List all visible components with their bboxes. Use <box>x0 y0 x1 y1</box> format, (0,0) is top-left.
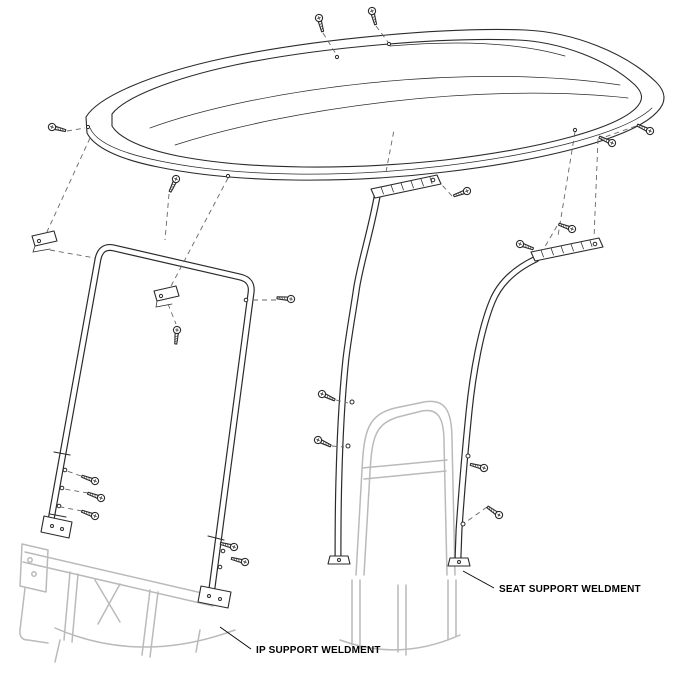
screw-icon <box>166 173 182 194</box>
seat-support-weldment <box>327 174 604 567</box>
mount-tab-right <box>530 237 604 262</box>
roof-canopy <box>85 28 665 181</box>
screw-icon <box>635 121 656 137</box>
roof-clamp-brackets <box>31 230 180 308</box>
roof-mount-hole <box>572 127 578 133</box>
screw-icon <box>276 293 296 304</box>
screw-icon <box>86 489 107 504</box>
ip-foot-plate-left <box>40 515 73 539</box>
chassis-ghost-reference <box>19 400 461 663</box>
ip-support-label: IP SUPPORT WELDMENT <box>256 645 381 656</box>
roof-mount-hole <box>225 173 231 179</box>
roof-mount-hole <box>386 41 392 47</box>
clamp-bracket-right <box>153 285 180 308</box>
screw-icon <box>80 507 101 522</box>
screw-icon <box>452 185 473 200</box>
screw-icon <box>47 122 68 135</box>
roof-mount-hole <box>334 54 340 60</box>
screw-icon <box>316 388 337 404</box>
screw-icon <box>80 472 101 487</box>
label-seat-support: SEAT SUPPORT WELDMENT <box>462 570 641 595</box>
screw-icon <box>484 503 505 521</box>
label-ip-support: IP SUPPORT WELDMENT <box>219 626 381 656</box>
mount-tab-left <box>370 174 442 199</box>
screw-icon <box>514 238 535 253</box>
screw-icon <box>171 325 182 345</box>
seat-support-label: SEAT SUPPORT WELDMENT <box>499 584 641 595</box>
roof-mount-hole <box>85 124 91 130</box>
ip-support-weldment <box>40 244 255 609</box>
clamp-bracket-left <box>31 230 58 253</box>
screw-icon <box>229 554 250 567</box>
screw-icon <box>367 6 380 27</box>
assembly-dash-lines <box>45 25 637 523</box>
ip-foot-plate-right <box>197 585 232 609</box>
mounting-screws <box>47 6 656 567</box>
screw-icon <box>468 460 489 473</box>
screw-icon <box>312 434 333 450</box>
screw-icon <box>314 13 327 34</box>
